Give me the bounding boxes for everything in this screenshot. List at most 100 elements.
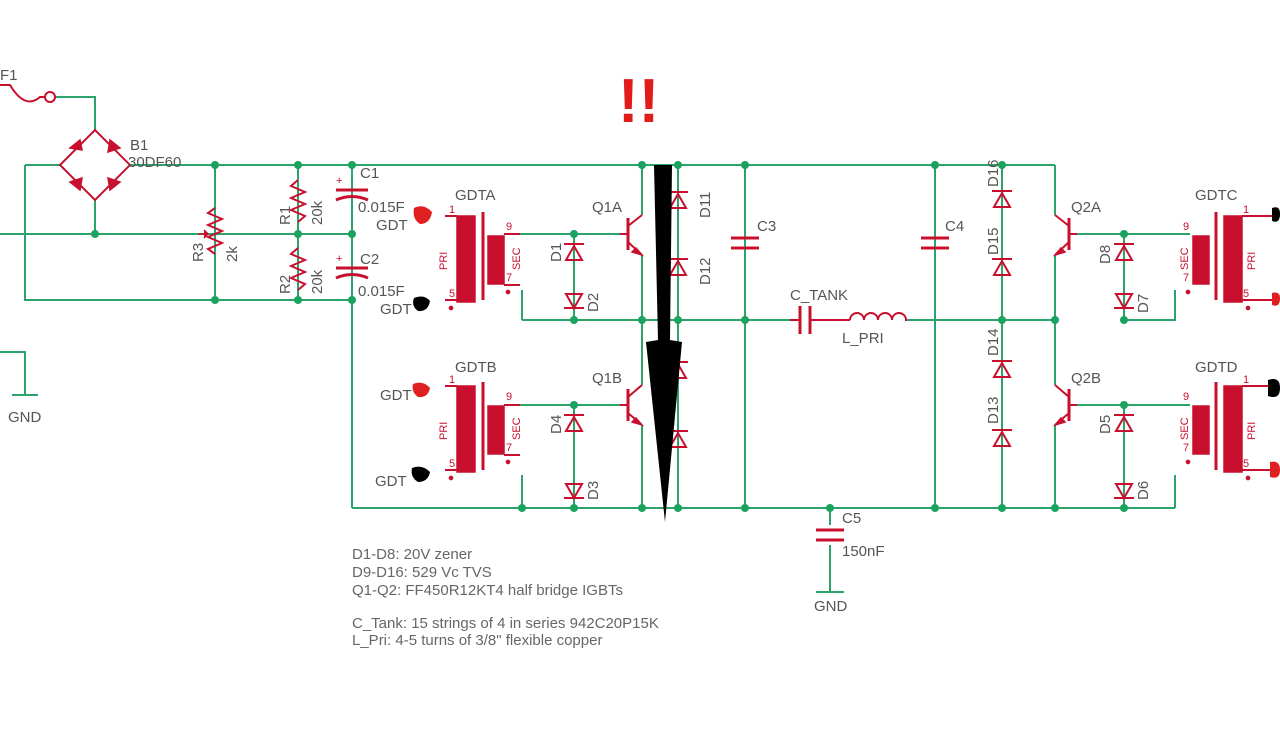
r1-value: 20k [309,200,326,225]
svg-text:SEC: SEC [1179,417,1191,440]
gate-drive-transformer-gdtb: GDTB 1 5 9 7 PRI SEC GDT GDT [375,359,523,490]
tvs-d15: D15 [985,227,1012,276]
capacitor-c2: + C2 0.015F [335,251,405,300]
gdtc-label: GDTC [1195,187,1238,204]
svg-text:PRI: PRI [438,252,450,270]
svg-text:D8: D8 [1097,245,1114,264]
ground-bottom: GND [814,591,848,615]
svg-text:+: + [336,175,342,187]
svg-text:1: 1 [1243,374,1249,386]
tank-capacitor: C_TANK [790,287,850,334]
note-line: Q1-Q2: FF450R12KT4 half bridge IGBTs [352,582,623,599]
wires [0,96,1190,592]
svg-text:PRI: PRI [1246,422,1258,440]
svg-text:7: 7 [1183,442,1189,454]
svg-text:D6: D6 [1135,481,1152,500]
gdta-pin-bottom-label: GDT [380,301,412,318]
gate-drive-transformer-gdtc: GDTC 1 5 9 7 SEC PRI [1179,187,1280,311]
svg-text:D16: D16 [985,159,1002,187]
r2-label: R2 [277,275,294,294]
svg-text:9: 9 [506,221,512,233]
svg-text:PRI: PRI [438,422,450,440]
svg-text:Q1A: Q1A [592,199,622,216]
svg-text:SEC: SEC [511,247,523,270]
fuse-f1: F1 [0,67,56,103]
notes-block: D1-D8: 20V zener D9-D16: 529 Vc TVS Q1-Q… [352,546,659,649]
svg-text:1: 1 [1243,204,1249,216]
svg-text:7: 7 [1183,272,1189,284]
igbt-q2a: Q2A [1052,199,1101,257]
svg-text:5: 5 [1243,458,1249,470]
svg-text:7: 7 [506,442,512,454]
svg-text:SEC: SEC [511,417,523,440]
r1-label: R1 [277,206,294,225]
zener-d2: D2 [564,293,602,312]
svg-text:Q1B: Q1B [592,370,622,387]
tvs-d11: D11 [668,191,714,218]
igbt-q1a: Q1A [592,199,645,257]
svg-text:L_PRI: L_PRI [842,330,884,347]
zener-d1: D1 [548,243,584,262]
ground-left: GND [8,394,42,426]
svg-text:D2: D2 [585,293,602,312]
resistor-r1: R1 20k [277,179,326,225]
note-line: L_Pri: 4-5 turns of 3/8" flexible copper [352,632,602,649]
b1-value: 30DF60 [128,154,181,171]
igbt-q2b: Q2B [1052,370,1101,427]
svg-text:GND: GND [814,598,848,615]
zener-d4: D4 [548,414,584,434]
junctions [91,161,1128,512]
svg-text:D7: D7 [1135,294,1152,313]
bridge-rectifier-b1: B1 30DF60 [58,128,181,202]
c1-label: C1 [360,165,379,182]
svg-text:SEC: SEC [1179,247,1191,270]
gate-drive-transformer-gdtd: GDTD 1 5 9 7 SEC PRI [1179,359,1280,481]
svg-text:9: 9 [1183,221,1189,233]
svg-text:D12: D12 [697,257,714,285]
gdtb-pin-top-label: GDT [380,387,412,404]
svg-text:1: 1 [449,204,455,216]
svg-text:D14: D14 [985,328,1002,356]
svg-text:1: 1 [449,374,455,386]
r3-value: 2k [224,246,241,262]
svg-text:D1: D1 [548,243,565,262]
svg-text:5: 5 [449,458,455,470]
fuse-label: F1 [0,67,18,84]
r2-value: 20k [309,269,326,294]
svg-text:PRI: PRI [1246,252,1258,270]
gdta-label: GDTA [455,187,496,204]
svg-text:C5: C5 [842,510,861,527]
gate-drive-transformer-gdta: GDTA 1 5 9 7 PRI SEC GDT GDT [376,187,523,318]
gdta-pin-top-label: GDT [376,217,408,234]
svg-text:D13: D13 [985,396,1002,424]
svg-text:9: 9 [1183,391,1189,403]
warning-annotation: !! [618,67,659,136]
capacitor-c3: C3 [731,218,776,250]
svg-text:D4: D4 [548,415,565,434]
svg-text:5: 5 [449,288,455,300]
svg-text:D3: D3 [585,481,602,500]
svg-text:7: 7 [506,272,512,284]
zener-d3: D3 [564,481,602,501]
zener-d6: D6 [1114,481,1152,501]
b1-label: B1 [130,137,148,154]
r3-label: R3 [190,243,207,262]
svg-text:150nF: 150nF [842,543,885,560]
svg-text:C_TANK: C_TANK [790,287,848,304]
svg-text:D11: D11 [697,192,714,218]
svg-text:C4: C4 [945,218,964,235]
resistor-r2: R2 20k [277,247,326,294]
svg-text:D5: D5 [1097,415,1114,434]
gdtd-label: GDTD [1195,359,1238,376]
tvs-d12: D12 [668,257,714,285]
warning-mark: !! [618,67,659,136]
svg-text:5: 5 [1243,288,1249,300]
tvs-d13: D13 [985,396,1012,447]
c2-value: 0.015F [358,283,405,300]
svg-text:C3: C3 [757,218,776,235]
note-line: D9-D16: 529 Vc TVS [352,564,492,581]
svg-text:9: 9 [506,391,512,403]
capacitor-c5: C5 150nF [816,510,885,560]
note-line: C_Tank: 15 strings of 4 in series 942C20… [352,615,659,632]
